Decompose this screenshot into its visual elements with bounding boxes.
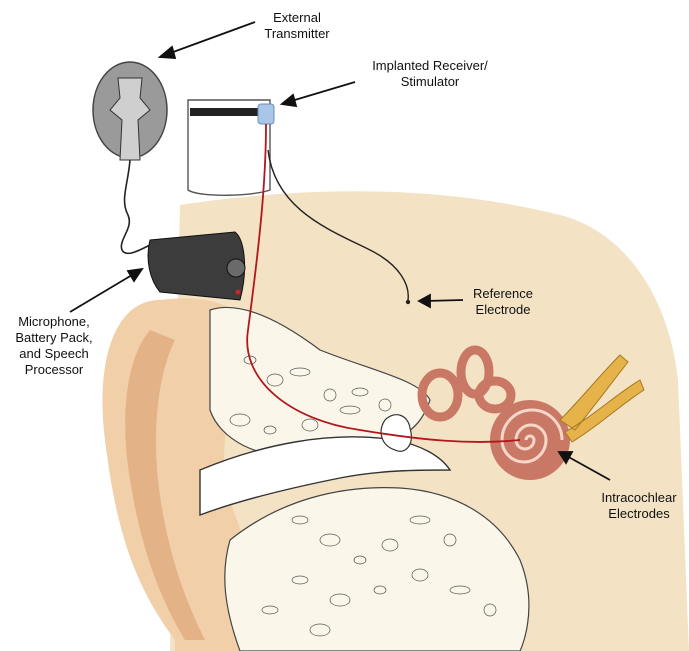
- label-line: Processor: [2, 362, 106, 378]
- arrowhead-receiver: [282, 95, 296, 106]
- label-line: Implanted Receiver/: [355, 58, 505, 74]
- label-line: Battery Pack,: [2, 330, 106, 346]
- reference-electrode-tip: [406, 300, 410, 304]
- arrow-microphone: [70, 272, 137, 312]
- receiver-connector: [258, 104, 274, 124]
- label-line: and Speech: [2, 346, 106, 362]
- label-implanted-receiver: Implanted Receiver/ Stimulator: [355, 58, 505, 90]
- label-line: Microphone,: [2, 314, 106, 330]
- label-line: Transmitter: [252, 26, 342, 42]
- label-external-transmitter: External Transmitter: [252, 10, 342, 42]
- arrowhead-transmitter: [160, 47, 175, 58]
- transmitter-cable: [121, 160, 150, 253]
- label-line: Stimulator: [355, 74, 505, 90]
- processor-led: [236, 290, 241, 295]
- receiver-bar: [190, 108, 260, 116]
- arrow-transmitter: [165, 22, 255, 55]
- label-line: Electrodes: [592, 506, 686, 522]
- label-line: Reference: [463, 286, 543, 302]
- arrowhead-microphone: [128, 269, 142, 281]
- label-line: External: [252, 10, 342, 26]
- processor-dial: [227, 259, 245, 277]
- cochlea: [490, 400, 570, 480]
- label-line: Intracochlear: [592, 490, 686, 506]
- label-line: Electrode: [463, 302, 543, 318]
- arrow-receiver: [288, 82, 355, 102]
- label-reference-electrode: Reference Electrode: [463, 286, 543, 318]
- label-microphone: Microphone, Battery Pack, and Speech Pro…: [2, 314, 106, 378]
- label-intracochlear: Intracochlear Electrodes: [592, 490, 686, 522]
